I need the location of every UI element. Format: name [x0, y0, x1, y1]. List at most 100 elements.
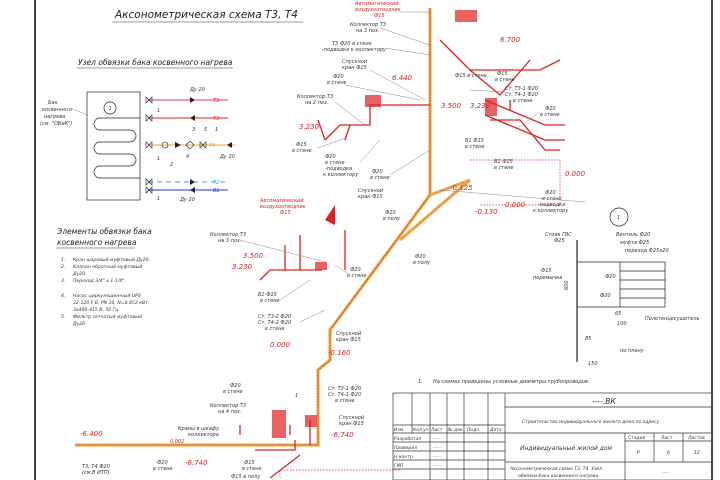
label-pipe: Ф20	[350, 267, 361, 273]
dimension: 100	[617, 321, 627, 327]
tb-role: Проверил	[394, 445, 417, 451]
level-mark: -6.740	[185, 459, 208, 467]
level-mark: 3.500	[441, 102, 462, 110]
branch-t3-top	[439, 39, 561, 96]
label-riser: Ст. Т4-2 Ф20	[258, 320, 291, 326]
dimension: 85	[585, 336, 591, 342]
du-label: Ду 20	[219, 154, 235, 160]
tb-sheet: 6	[667, 450, 670, 456]
list-item: Насос циркуляционный UPS	[73, 293, 141, 299]
label-pipe: Ф20	[545, 106, 556, 112]
note-text: На схемах приведены условные диаметры тр…	[433, 379, 589, 385]
dimension: 150	[588, 361, 598, 367]
label-pipe: в стене	[495, 77, 515, 83]
detail-label: Полотенцесушитель	[645, 316, 700, 322]
callout-number: 1	[215, 127, 218, 133]
branch-t3-2nd	[324, 104, 430, 141]
label-feed: Ф20	[545, 190, 556, 196]
detail-label: Вентиль Ф20	[616, 232, 650, 238]
collector-icon	[365, 95, 381, 107]
tb-org: ----	[662, 471, 669, 476]
list-number: 1.	[61, 257, 65, 263]
list-number: 5.	[61, 314, 65, 320]
tank-callout-circle	[103, 101, 117, 115]
elements-title: косвенного нагрева	[57, 238, 137, 247]
collector-icon	[315, 262, 327, 270]
label-valves: коллектора	[188, 432, 219, 438]
label-riser: в стене	[265, 326, 285, 332]
list-item: Ду20	[72, 321, 85, 327]
tb-code: ----.ВК	[592, 397, 616, 406]
label-pipe: В1 Ф15	[494, 159, 513, 165]
dimension: по плану	[620, 348, 645, 354]
branch-bottom	[239, 420, 311, 479]
detail-number-circle	[609, 207, 629, 227]
arrow-icons	[161, 97, 232, 193]
label-drain-valve: Спускной	[339, 415, 365, 421]
label-feed: Ф20	[325, 154, 336, 160]
riser-stubs	[317, 119, 351, 141]
level-mark: -0.130	[475, 208, 498, 216]
label-pipe: в стене	[327, 80, 347, 86]
tank-body	[86, 91, 141, 201]
tb-header: Лист	[430, 427, 443, 433]
dotted-route	[279, 469, 400, 478]
detail-label: Ф15	[541, 268, 552, 274]
tb-role: ГИП	[394, 463, 404, 469]
tb-sheet-label: Лист	[660, 435, 673, 441]
label-riser: Ст. Т3-2 Ф20	[258, 314, 291, 320]
level-mark: 6.440	[392, 74, 413, 82]
branch-right	[484, 99, 565, 141]
list-item: Фильтр сетчатый муфтовый	[73, 314, 142, 320]
tb-stage-label: Стадия	[628, 435, 646, 441]
dimension: 600	[564, 280, 570, 290]
elements-list: Элементы обвязки бака косвенного нагрева…	[56, 227, 152, 327]
label-pipe: Ф20	[333, 74, 344, 80]
towel-dryer-icon	[619, 261, 666, 308]
label-pipe: в полу	[413, 260, 431, 266]
tb-role: Н.контр.	[394, 454, 414, 460]
pipe-label-t3: Т3	[213, 116, 219, 122]
title-block-text: Изм. Кол.уч Лист № док. Подп. Дата Разра…	[394, 397, 705, 479]
level-mark: 3.500	[243, 252, 264, 260]
level-mark: 0.000	[505, 201, 526, 209]
label-collector: на 3 поз.	[218, 238, 241, 244]
tb-drawing-title: Аксонометрическая схема Т3, Т4. Узел	[509, 466, 602, 472]
label-air-vent: Ф15	[280, 210, 291, 216]
label-drain-valve: кран Ф15	[336, 337, 361, 343]
callout-number: 5	[204, 127, 207, 133]
label-feed: -подводка к коллектору	[322, 47, 387, 53]
tb-sheets-label: Листов	[687, 435, 705, 441]
title-block	[392, 392, 713, 480]
level-mark: 3.230	[470, 102, 491, 110]
label-collector: на 4 поз.	[218, 409, 241, 415]
label-drain-valve: кран Ф15	[342, 65, 367, 71]
branch-mid	[259, 230, 346, 281]
label-riser: Ст. Т4-1 Ф20	[328, 392, 361, 398]
label-pipe: в стене	[370, 175, 390, 181]
slope-label: 0,002	[170, 439, 184, 445]
label-air-vent: воздухоотводчик	[260, 204, 306, 210]
detail-towel-dryer: 1 Стояк ГВС Ф25 Вентиль Ф20 муфта Ф25 пе…	[533, 207, 700, 367]
tb-sheets: 12	[694, 450, 700, 456]
label-collector: Коллектор Т3	[350, 22, 386, 28]
label-feed: -подводка	[538, 202, 565, 208]
label-collector: Коллектор Т3	[210, 403, 246, 409]
label-pipe: в полу	[383, 216, 401, 222]
tank-diagram: 1 Бак косвенного нагрева (см. "ОВиК") Т3…	[40, 87, 235, 203]
label-riser: Ст. Т4-1 Ф20	[505, 92, 538, 98]
label-pipe: Ф20	[415, 254, 426, 260]
elements-title: Элементы обвязки бака	[56, 227, 152, 236]
callout-number: 3	[192, 127, 195, 133]
label-pipe: Ф15	[244, 460, 255, 466]
label-feed: -подводка	[325, 166, 352, 172]
detail-label: Ф20	[600, 293, 611, 299]
pipe-label-t4: Т4	[209, 143, 215, 149]
elevation-marks: 6.700 6.440 3.500 3.230 3.230 -0.125 0.0…	[80, 36, 586, 467]
heating-coil	[93, 117, 140, 179]
detail-label: Ф25	[554, 238, 565, 244]
label-feed: к коллектору	[323, 172, 359, 178]
du-label: Ду 20	[189, 87, 205, 93]
label-pipe: Ф15 в полу	[231, 474, 261, 480]
label-pipe: в стене	[223, 389, 243, 395]
